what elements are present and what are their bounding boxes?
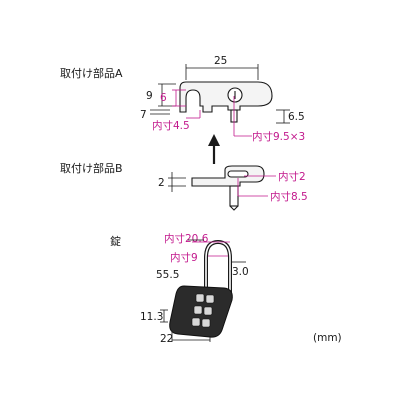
lock-width: 22 <box>160 333 173 345</box>
up-arrow-icon <box>208 134 220 164</box>
part-b-thickness: 2 <box>158 177 165 189</box>
part-a-inner-dims <box>172 89 252 137</box>
lock-height: 55.5 <box>156 269 179 281</box>
lock-dim-lines <box>160 239 246 342</box>
part-b-dim-lines <box>168 172 186 192</box>
lock-thickness: 11.3 <box>140 311 163 323</box>
part-b-slot-inner-l: 内寸8.5 <box>270 190 308 203</box>
lock-shackle-inner-gap: 内寸9 <box>170 251 198 264</box>
part-a-dim-lines <box>150 64 290 124</box>
part-b-slot-inner-w: 内寸2 <box>278 170 306 183</box>
part-b-title: 取付け部品B <box>60 161 123 175</box>
part-a-thickness: 7 <box>140 109 147 121</box>
lock-shackle-inner-w: 内寸20.6 <box>164 232 209 245</box>
part-a-title: 取付け部品A <box>60 66 123 80</box>
part-a-height: 9 <box>146 90 153 102</box>
part-a-hole-inner: 内寸4.5 <box>152 119 190 132</box>
part-b-inner-dims <box>237 175 276 197</box>
part-a-drawing <box>179 81 273 123</box>
part-b-drawing <box>191 165 265 211</box>
unit-label: (mm) <box>313 332 342 344</box>
part-a-pin-length: 6.5 <box>288 111 305 123</box>
part-a-width: 25 <box>214 55 227 67</box>
lock-inner-dims <box>192 241 230 257</box>
part-a-slot-height: 6 <box>160 92 167 104</box>
lock-title: 錠 <box>110 234 121 248</box>
part-a-slot-inner: 内寸9.5×3 <box>252 130 305 143</box>
lock-shackle-dia: 3.0 <box>232 266 249 278</box>
